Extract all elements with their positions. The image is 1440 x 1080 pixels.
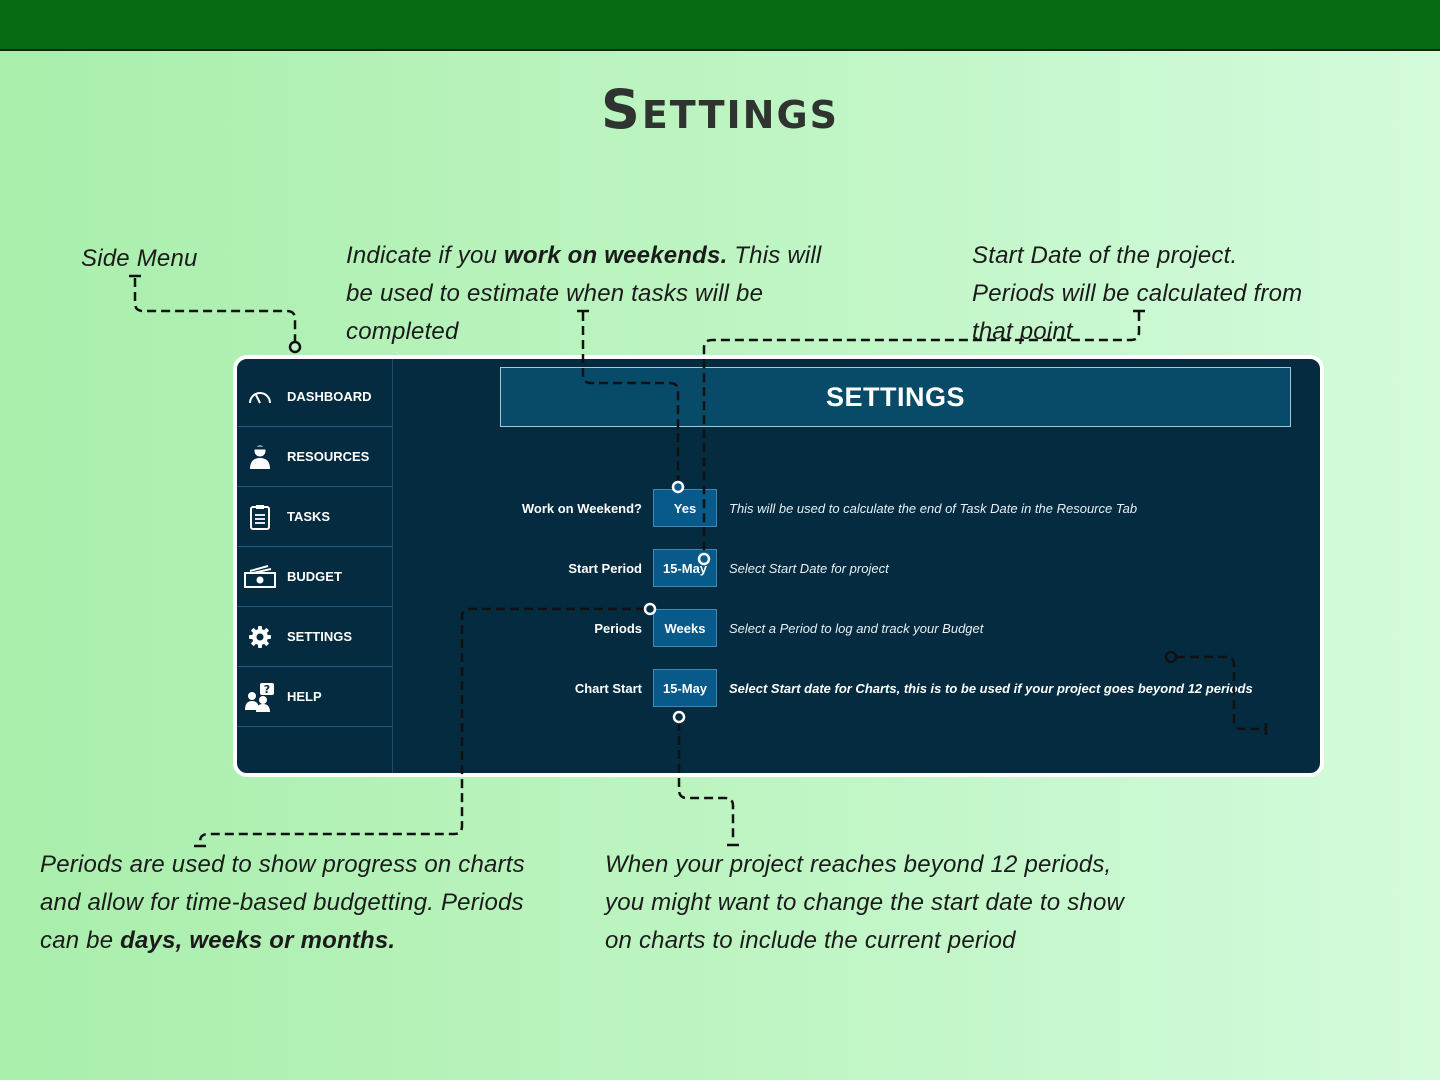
periods-description: Select a Period to log and track your Bu… — [729, 621, 984, 636]
note-start-date: Start Date of the project. Periods will … — [972, 242, 1303, 345]
weekend-select[interactable]: Yes — [653, 489, 717, 527]
note-weekend-bold: work on weekends. — [503, 242, 728, 269]
clipboard-icon — [241, 503, 279, 531]
settings-header: SETTINGS — [500, 367, 1291, 427]
nav-item-budget[interactable]: BUDGET — [237, 547, 392, 607]
connector-side-menu — [133, 278, 297, 342]
nav-label-settings: SETTINGS — [287, 629, 353, 644]
nav-item-resources[interactable]: RESOURCES — [237, 427, 392, 487]
top-bar — [0, 0, 1440, 51]
weekend-description: This will be used to calculate the end o… — [729, 501, 1138, 516]
note-side-menu: Side Menu — [81, 245, 198, 272]
chart-start-input[interactable]: 15-May — [653, 669, 717, 707]
nav-label-budget: BUDGET — [287, 569, 342, 584]
start-period-description: Select Start Date for project — [729, 561, 889, 576]
side-menu: DASHBOARD RESOURCES TASKS BUDGET SETTING… — [237, 359, 393, 773]
note-chart-start: When your project reaches beyond 12 peri… — [605, 851, 1125, 954]
nav-item-settings[interactable]: SETTINGS — [237, 607, 392, 667]
nav-item-dashboard[interactable]: DASHBOARD — [237, 367, 392, 427]
note-weekend-pre: Indicate if you — [346, 242, 504, 269]
nav-item-tasks[interactable]: TASKS — [237, 487, 392, 547]
nav-label-resources: RESOURCES — [287, 449, 370, 464]
nav-label-dashboard: DASHBOARD — [287, 389, 372, 404]
periods-select[interactable]: Weeks — [653, 609, 717, 647]
note-weekend-post: This will be used to estimate when tasks… — [346, 242, 822, 345]
chart-start-label: Chart Start — [574, 681, 642, 696]
note-periods-pre: Periods are used to show progress on cha… — [40, 851, 525, 954]
page-title: Settings — [600, 78, 840, 141]
nav-label-tasks: TASKS — [287, 509, 331, 524]
note-periods-bold: days, weeks or months. — [120, 927, 396, 954]
weekend-label: Work on Weekend? — [521, 501, 642, 516]
cash-icon — [241, 563, 279, 591]
start-period-label: Start Period — [568, 561, 642, 576]
note-work-on-weekends: Indicate if you work on weekends. This w… — [346, 237, 836, 351]
chart-start-description: Select Start date for Charts, this is to… — [729, 681, 1253, 696]
nav-item-help[interactable]: ? HELP — [237, 667, 392, 727]
svg-text:?: ? — [264, 683, 270, 696]
gear-icon — [241, 623, 279, 651]
gauge-icon — [241, 383, 279, 411]
nav-label-help: HELP — [287, 689, 322, 704]
note-periods: Periods are used to show progress on cha… — [40, 846, 560, 960]
periods-label: Periods — [594, 621, 642, 636]
settings-app-window: DASHBOARD RESOURCES TASKS BUDGET SETTING… — [233, 355, 1324, 777]
start-period-input[interactable]: 15-May — [653, 549, 717, 587]
person-icon — [241, 443, 279, 471]
help-people-icon: ? — [241, 682, 279, 712]
